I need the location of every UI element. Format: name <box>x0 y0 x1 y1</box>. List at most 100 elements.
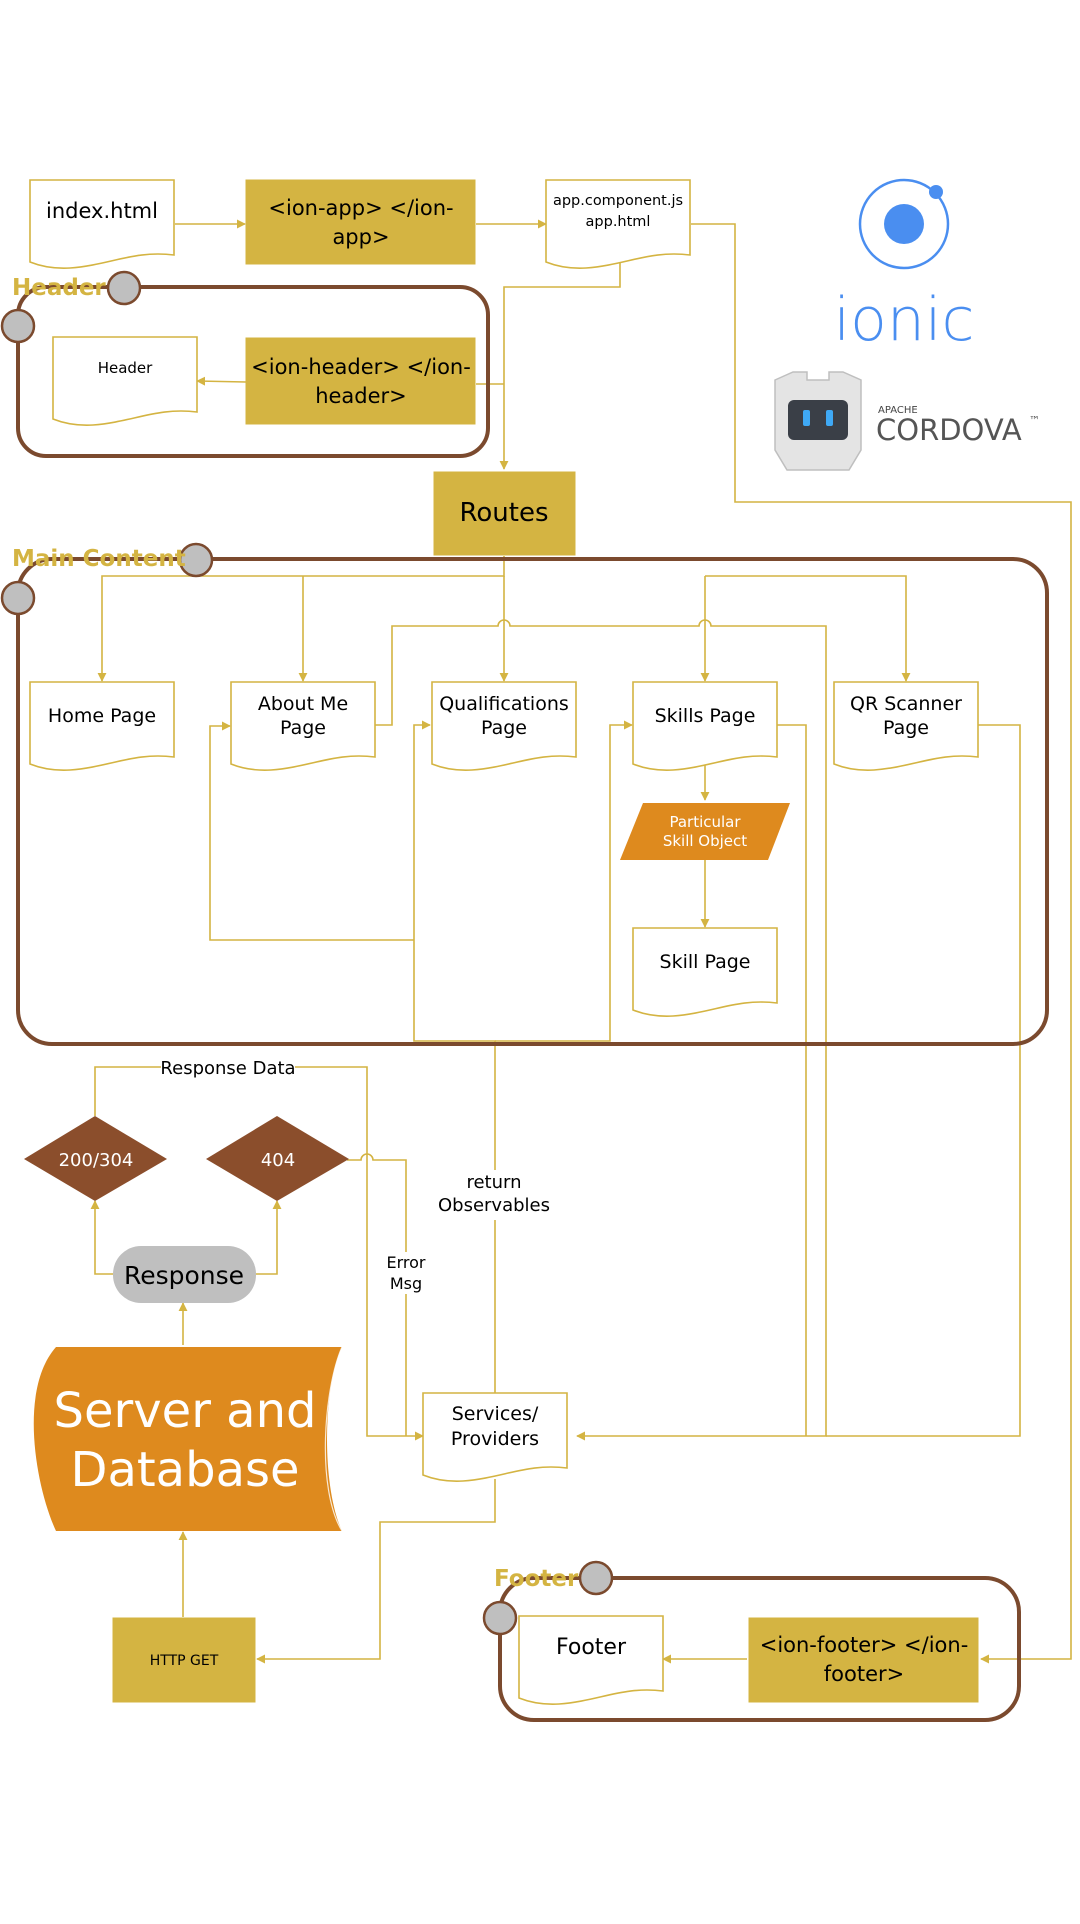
return-label-2: Observables <box>438 1195 550 1216</box>
edge-qrscanner-to-services <box>826 724 1021 1437</box>
ionic-dot-icon <box>884 204 924 244</box>
edge-services-to-qualifications <box>413 720 496 1393</box>
ion-app-label-2: app> <box>332 225 389 249</box>
node-qr-scanner-page[interactable]: QR Scanner Page <box>833 681 979 771</box>
node-index-html[interactable]: index.html <box>29 179 175 269</box>
qualifications-label-1: Qualifications <box>439 693 569 715</box>
edge-routes-to-qrscanner <box>705 575 911 682</box>
particular-skill-label-1: Particular <box>669 813 741 831</box>
node-qualifications-page[interactable]: Qualifications Page <box>431 681 577 771</box>
response-data-label: Response Data <box>160 1058 295 1079</box>
edge-appcomponent-to-ionfooter <box>691 223 1072 1664</box>
footer-group: Footer <box>482 1560 1021 1722</box>
edge-404-to-services <box>347 1153 407 1436</box>
ionic-logo: ionic <box>833 178 975 355</box>
node-about-me-page[interactable]: About Me Page <box>230 681 376 771</box>
node-ion-footer[interactable]: <ion-footer> </ion- footer> <box>748 1617 979 1703</box>
node-services-providers[interactable]: Services/ Providers <box>422 1392 568 1482</box>
main-content-group-title: Main Content <box>12 546 186 572</box>
edge-services-to-httpget <box>256 1479 496 1664</box>
footer-doc-label: Footer <box>556 1635 627 1660</box>
header-doc-label: Header <box>98 359 153 377</box>
routes-label: Routes <box>459 498 548 528</box>
edge-labels: Response Data return Observables Error M… <box>160 1056 550 1294</box>
edge-response-to-200 <box>90 1200 113 1275</box>
cordova-tm: ™ <box>1029 414 1040 427</box>
node-ion-app[interactable]: <ion-app> </ion- app> <box>245 179 476 265</box>
status-404-label: 404 <box>261 1150 295 1171</box>
qr-scanner-label-2: Page <box>883 717 929 739</box>
cordova-apache-label: APACHE <box>878 405 918 416</box>
node-http-get[interactable]: HTTP GET <box>112 1617 256 1703</box>
ion-footer-label-1: <ion-footer> </ion- <box>760 1633 969 1657</box>
index-html-label: index.html <box>46 199 158 223</box>
node-app-component[interactable]: app.component.js app.html <box>545 179 691 269</box>
ion-app-label-1: <ion-app> </ion- <box>268 196 453 220</box>
status-200-label: 200/304 <box>59 1150 134 1171</box>
return-label-1: return <box>466 1172 521 1193</box>
services-label-1: Services/ <box>452 1403 539 1425</box>
node-routes[interactable]: Routes <box>433 471 576 556</box>
server-db-label-1: Server and <box>54 1383 317 1439</box>
header-frame-handle[interactable] <box>106 270 142 306</box>
footer-frame <box>498 1576 1021 1722</box>
edge-response-to-404 <box>255 1200 282 1275</box>
edge-200-to-services <box>94 1066 424 1441</box>
node-header-doc[interactable]: Header <box>52 336 198 426</box>
cordova-logo: APACHE CORDOVA ™ <box>774 371 1040 471</box>
header-frame <box>16 285 490 458</box>
node-footer-doc[interactable]: Footer <box>518 1615 664 1705</box>
main-content-frame-handle[interactable] <box>178 542 214 578</box>
node-response[interactable]: Response <box>113 1246 256 1303</box>
node-ion-header[interactable]: <ion-header> </ion- header> <box>245 337 476 425</box>
services-label-2: Providers <box>451 1428 539 1450</box>
app-component-label-2: app.html <box>586 214 651 230</box>
about-me-label-1: About Me <box>258 693 348 715</box>
server-db-label-2: Database <box>70 1442 299 1498</box>
cordova-wordmark: CORDOVA <box>876 413 1022 447</box>
ionic-satellite-icon <box>929 185 943 199</box>
node-home-page[interactable]: Home Page <box>29 681 175 771</box>
footer-frame-handle[interactable] <box>578 1560 614 1596</box>
home-page-label: Home Page <box>48 705 156 727</box>
node-skills-page[interactable]: Skills Page <box>632 681 778 771</box>
skills-page-label: Skills Page <box>655 705 756 727</box>
app-component-label-1: app.component.js <box>553 193 683 209</box>
header-frame-handle-left[interactable] <box>0 308 36 344</box>
ionic-wordmark: ionic <box>833 285 974 355</box>
ionic-ring-icon <box>858 178 950 270</box>
footer-frame-handle-left[interactable] <box>482 1600 518 1636</box>
header-group-title: Header <box>12 275 106 301</box>
qualifications-label-2: Page <box>481 717 527 739</box>
main-content-frame-handle-left[interactable] <box>0 580 36 616</box>
connectors <box>90 219 1072 1664</box>
node-status-404[interactable]: 404 <box>206 1116 349 1201</box>
http-get-label: HTTP GET <box>150 1653 219 1669</box>
edge-aboutme-to-services <box>375 619 827 1441</box>
error-label-1: Error <box>387 1253 426 1272</box>
edge-appcomponent-to-routes <box>499 255 621 470</box>
node-particular-skill-object[interactable]: Particular Skill Object <box>620 803 790 860</box>
about-me-label-2: Page <box>280 717 326 739</box>
edge-ionheader-to-header <box>196 376 247 386</box>
footer-group-title: Footer <box>494 1566 579 1592</box>
error-label-2: Msg <box>390 1274 422 1293</box>
ion-footer-label-2: footer> <box>824 1662 904 1686</box>
main-content-group: Main Content <box>0 542 1049 1046</box>
particular-skill-label-2: Skill Object <box>663 832 747 850</box>
main-content-frame <box>16 557 1049 1046</box>
cordova-robot-eye-left <box>803 410 810 426</box>
edge-loop-to-aboutme <box>209 721 414 941</box>
cordova-robot-face <box>788 400 848 440</box>
cordova-robot-eye-right <box>826 410 833 426</box>
edge-services-to-skills <box>495 720 633 1042</box>
header-group: Header <box>0 270 490 458</box>
node-status-200-304[interactable]: 200/304 <box>24 1116 167 1201</box>
node-server-database[interactable]: Server and Database <box>33 1346 343 1532</box>
node-skill-page[interactable]: Skill Page <box>632 927 778 1017</box>
ion-header-label-1: <ion-header> </ion- <box>251 355 471 379</box>
response-label: Response <box>124 1261 244 1290</box>
skill-page-label: Skill Page <box>660 951 751 973</box>
